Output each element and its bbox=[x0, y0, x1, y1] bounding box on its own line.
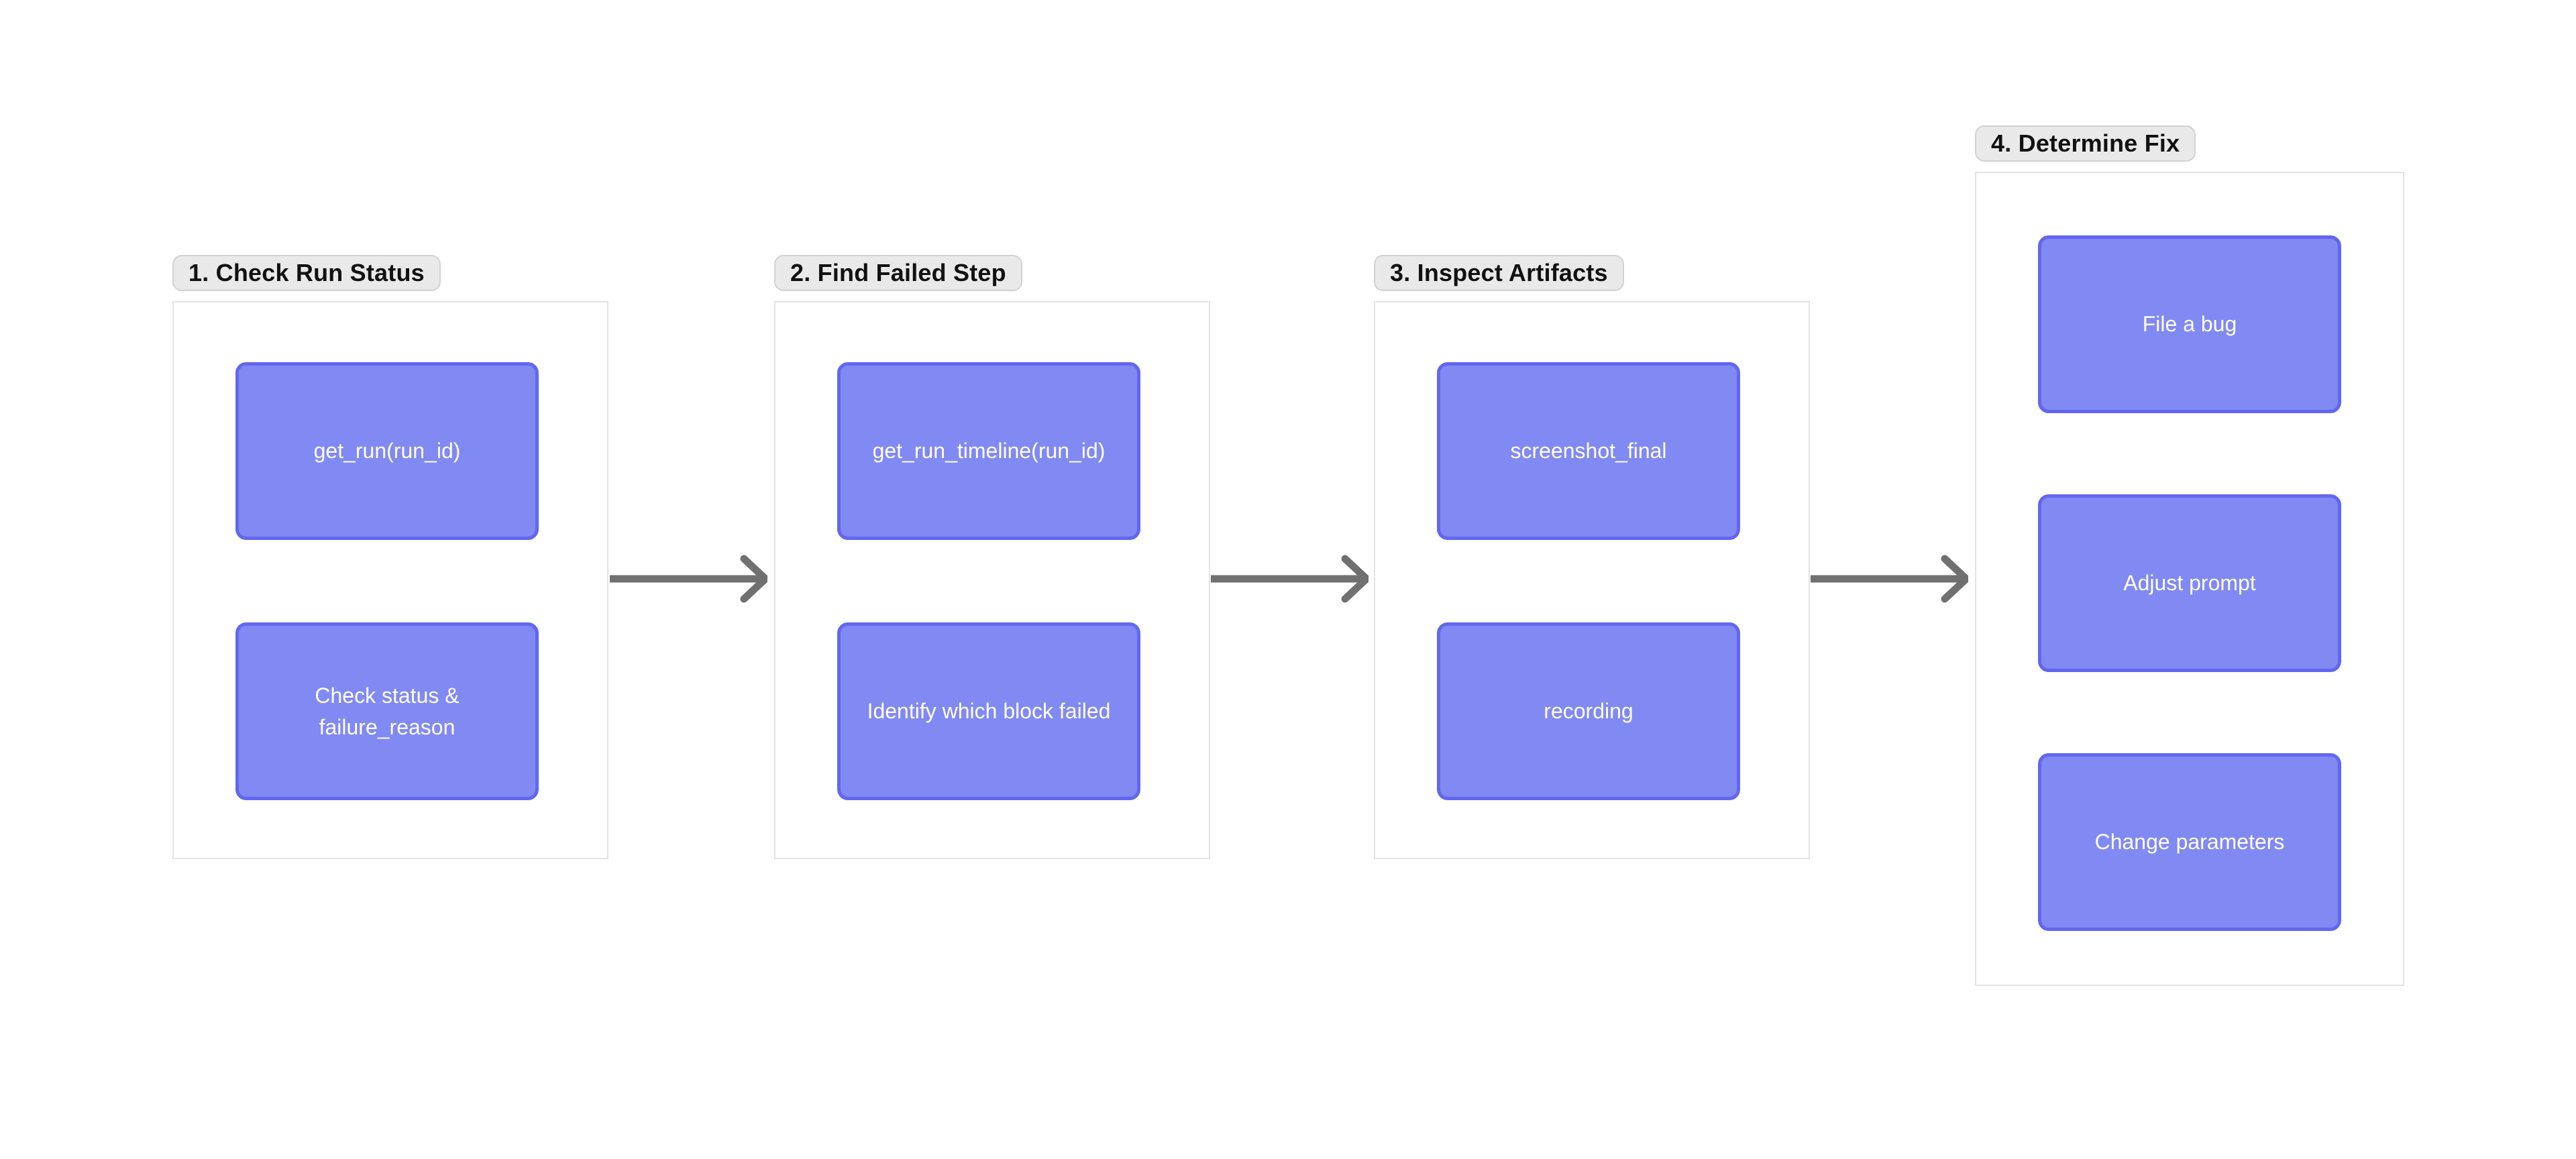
node-get-run-timeline[interactable]: get_run_timeline(run_id) bbox=[837, 362, 1140, 540]
node-label: File a bug bbox=[2142, 312, 2237, 337]
group-label-text: 2. Find Failed Step bbox=[790, 259, 1006, 286]
group-label-text: 3. Inspect Artifacts bbox=[1390, 259, 1608, 286]
node-check-status-failure-reason[interactable]: Check status & failure_reason bbox=[235, 622, 539, 800]
node-label: Check status & failure_reason bbox=[315, 683, 460, 739]
node-screenshot-final[interactable]: screenshot_final bbox=[1437, 362, 1740, 540]
group-label-check-run-status: 1. Check Run Status bbox=[172, 255, 441, 291]
node-label: Adjust prompt bbox=[2123, 571, 2256, 596]
node-get-run[interactable]: get_run(run_id) bbox=[235, 362, 539, 540]
node-label: recording bbox=[1544, 699, 1633, 724]
group-label-text: 4. Determine Fix bbox=[1991, 129, 2180, 157]
node-identify-failed-block[interactable]: Identify which block failed bbox=[837, 622, 1140, 800]
arrow-step1-to-step2 bbox=[610, 555, 767, 603]
node-label: Identify which block failed bbox=[867, 699, 1111, 724]
node-change-parameters[interactable]: Change parameters bbox=[2038, 753, 2341, 931]
group-label-inspect-artifacts: 3. Inspect Artifacts bbox=[1374, 255, 1624, 291]
node-label: get_run_timeline(run_id) bbox=[872, 439, 1106, 463]
arrow-step2-to-step3 bbox=[1211, 555, 1368, 603]
node-label: Change parameters bbox=[2094, 830, 2285, 854]
node-recording[interactable]: recording bbox=[1437, 622, 1740, 800]
node-label: get_run(run_id) bbox=[313, 439, 461, 463]
group-label-determine-fix: 4. Determine Fix bbox=[1975, 125, 2196, 162]
node-file-a-bug[interactable]: File a bug bbox=[2038, 235, 2341, 413]
node-adjust-prompt[interactable]: Adjust prompt bbox=[2038, 494, 2341, 672]
group-label-text: 1. Check Run Status bbox=[189, 259, 425, 286]
node-label: screenshot_final bbox=[1510, 439, 1667, 463]
group-label-find-failed-step: 2. Find Failed Step bbox=[774, 255, 1022, 291]
arrow-step3-to-step4 bbox=[1811, 555, 1968, 603]
